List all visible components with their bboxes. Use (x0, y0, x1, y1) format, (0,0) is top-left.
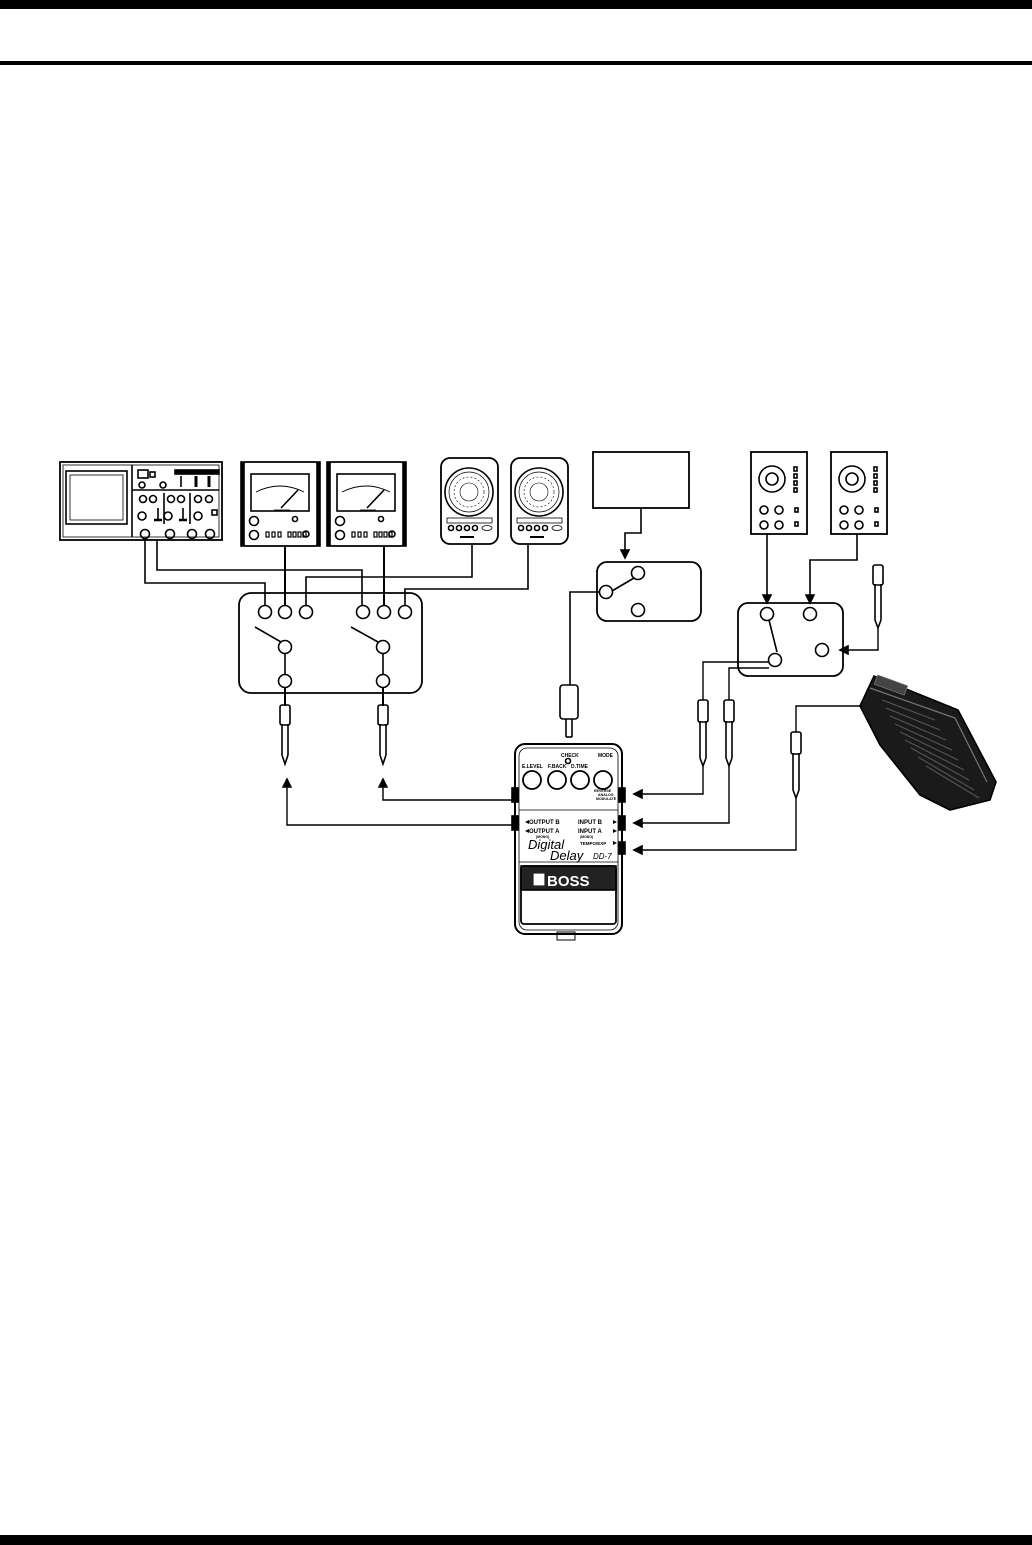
pedal-name-digital: Digital (528, 837, 565, 852)
input-a-label: INPUT A (578, 829, 602, 835)
adapter-plug-icon (559, 684, 579, 738)
output-a-label: OUTPUT A (529, 829, 560, 835)
dd7-pedal (511, 743, 626, 941)
knob-label-elevel: E.LEVEL (522, 764, 543, 770)
phone-plug-icon (632, 699, 735, 829)
phone-plug-icon (632, 699, 709, 800)
signal-wires-left (144, 539, 529, 605)
tempo-exp-label: TEMPO/EXP (580, 841, 606, 846)
level-meter-icon (326, 461, 407, 547)
knob-label-fback: F.BACK (548, 764, 567, 770)
output-mono-label: (MONO) (536, 835, 549, 839)
expression-pedal-icon (795, 674, 997, 811)
level-meter-icon (240, 461, 321, 547)
output-b-label: OUTPUT B (529, 820, 560, 826)
oscilloscope-icon (59, 461, 223, 541)
header-bar (0, 0, 1032, 9)
pedal-mode-label: MODE (598, 753, 614, 759)
input-b-label: INPUT B (578, 820, 603, 826)
speaker-icon (440, 457, 499, 545)
output-switch-box (238, 592, 423, 694)
boss-logo: BOSS (533, 873, 590, 890)
input-switch-box (737, 602, 844, 677)
input-mono-label: (MONO) (580, 835, 593, 839)
output-cables (281, 777, 515, 826)
knob-label-dtime: D.TIME (571, 764, 589, 770)
header-rule (0, 61, 1032, 65)
footer-bar (0, 1535, 1032, 1545)
adapter-cable (569, 591, 599, 685)
mode-option-analog: ANALOG (598, 793, 614, 797)
speaker-icon (510, 457, 569, 545)
signal-generator-icon (592, 451, 690, 560)
phone-plug-icon (838, 564, 884, 656)
amplifier-icon (830, 451, 888, 535)
phone-plug-icon (632, 731, 802, 856)
mode-option-reverse: REVERSE (594, 789, 612, 793)
pedal-name-delay: Delay (550, 848, 585, 863)
input-cables (702, 661, 769, 700)
svg-text:BOSS: BOSS (547, 873, 590, 890)
phone-plug-icon (377, 688, 389, 767)
pedal-check-label: CHECK (561, 753, 579, 759)
mode-option-modulate: MODULATE (596, 797, 617, 801)
pedal-model: DD-7 (593, 852, 612, 861)
amplifier-icon (750, 451, 808, 535)
phone-plug-icon (279, 688, 291, 767)
adapter-switch-box (596, 561, 702, 622)
